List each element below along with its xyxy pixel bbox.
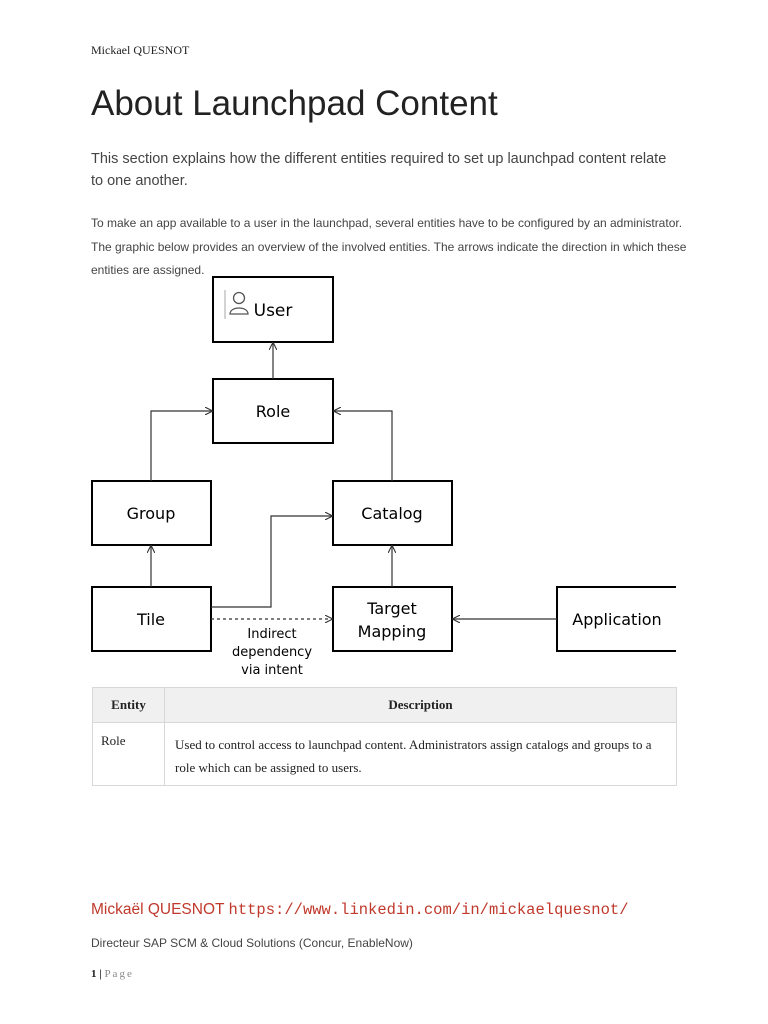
page-number-line: 1 | Page bbox=[91, 968, 134, 980]
arrow-group-to-role bbox=[150, 411, 212, 481]
group-label: Group bbox=[127, 504, 176, 523]
catalog-label: Catalog bbox=[361, 504, 422, 523]
footer-linkedin-link[interactable]: https://www.linkedin.com/in/mickaelquesn… bbox=[228, 901, 629, 919]
entity-cell: Role bbox=[92, 722, 165, 786]
target-mapping-label-1: Target bbox=[366, 599, 417, 618]
indirect-label-2: dependency bbox=[232, 645, 312, 660]
target-mapping-box bbox=[332, 586, 453, 652]
indirect-label-3: via intent bbox=[241, 663, 303, 678]
page-number: 1 bbox=[91, 968, 97, 980]
footer-author-name: Mickaël QUESNOT bbox=[91, 901, 225, 918]
intro-text: This section explains how the different … bbox=[91, 151, 667, 189]
header-author: Mickael QUESNOT bbox=[91, 43, 190, 57]
table-row: Role Used to control access to launchpad… bbox=[92, 722, 677, 786]
tile-label: Tile bbox=[136, 610, 165, 629]
user-person-icon bbox=[224, 290, 249, 319]
footer-author-line: Mickaël QUESNOT https://www.linkedin.com… bbox=[91, 901, 629, 919]
indirect-label-1: Indirect bbox=[247, 627, 296, 642]
entity-table: Entity Description Role Used to control … bbox=[92, 687, 677, 786]
arrow-tile-to-catalog bbox=[211, 516, 332, 608]
launchpad-entities-diagram: User Role Group Catalog Tile Target Mapp… bbox=[91, 276, 676, 678]
description-cell: Used to control access to launchpad cont… bbox=[164, 722, 677, 786]
footer-role: Directeur SAP SCM & Cloud Solutions (Con… bbox=[91, 936, 413, 950]
role-box bbox=[212, 378, 334, 444]
page-separator: | bbox=[96, 968, 105, 980]
page-label: Page bbox=[104, 968, 134, 980]
entity-column-header: Entity bbox=[92, 687, 165, 723]
table-header-row: Entity Description bbox=[92, 687, 677, 723]
user-label: User bbox=[254, 301, 293, 321]
target-mapping-label-2: Mapping bbox=[358, 622, 427, 641]
role-label: Role bbox=[256, 402, 290, 421]
description-column-header: Description bbox=[164, 687, 677, 723]
arrow-catalog-to-role bbox=[334, 411, 393, 481]
application-label: Application bbox=[572, 610, 661, 629]
page-title: About Launchpad Content bbox=[91, 84, 498, 123]
body-paragraph: To make an app available to a user in th… bbox=[91, 216, 687, 277]
